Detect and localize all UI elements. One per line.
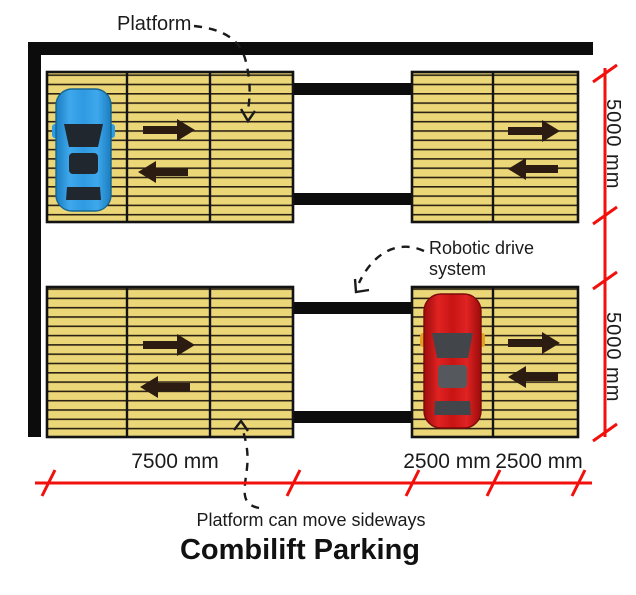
vertical-dimension-bottom-label: 5000 mm [602,312,624,403]
vertical-dimension-line [592,63,618,443]
building-walls [28,42,593,437]
right-arrow-icon [143,334,195,356]
drive-bar [291,83,414,95]
platform-bottom-left [45,285,295,439]
horizontal-dimension-7500-label: 7500 mm [131,450,219,473]
right-arrow-icon [508,332,560,354]
robotic-drive-label-line2: system [429,259,487,279]
drive-bar [291,411,414,423]
sideways-leader-arrow [233,418,260,510]
top-wall [28,42,593,55]
platform-top-right [410,70,580,224]
drive-bar [291,193,414,205]
drive-bar [291,302,414,314]
right-arrow-icon [143,119,195,141]
movement-arrows [138,119,560,398]
horizontal-dimension-2500-right-label: 2500 mm [495,450,583,473]
left-arrow-icon [508,366,558,388]
platform-leader-arrow [193,24,256,124]
red-car [420,293,485,429]
blue-car [52,88,115,212]
horizontal-dimension-line [35,469,592,497]
left-wall [28,42,41,437]
robotic-drive-label-line1: Robotic drive [429,238,535,258]
right-arrow-icon [508,120,560,142]
vertical-dimension-top-label: 5000 mm [602,99,624,190]
left-arrow-icon [138,161,188,183]
horizontal-dimension-2500-left-label: 2500 mm [403,450,491,473]
annotation-leaders [193,24,425,510]
robotic-drive-bars [291,83,414,423]
diagram-title: Combilift Parking [179,534,421,566]
left-arrow-icon [508,158,558,180]
left-arrow-icon [140,376,190,398]
platform-move-sideways-label: Platform can move sideways [196,510,426,530]
robotic-leader-arrow [353,245,425,294]
platform-label: Platform [117,13,192,35]
dimension-lines [35,63,618,497]
